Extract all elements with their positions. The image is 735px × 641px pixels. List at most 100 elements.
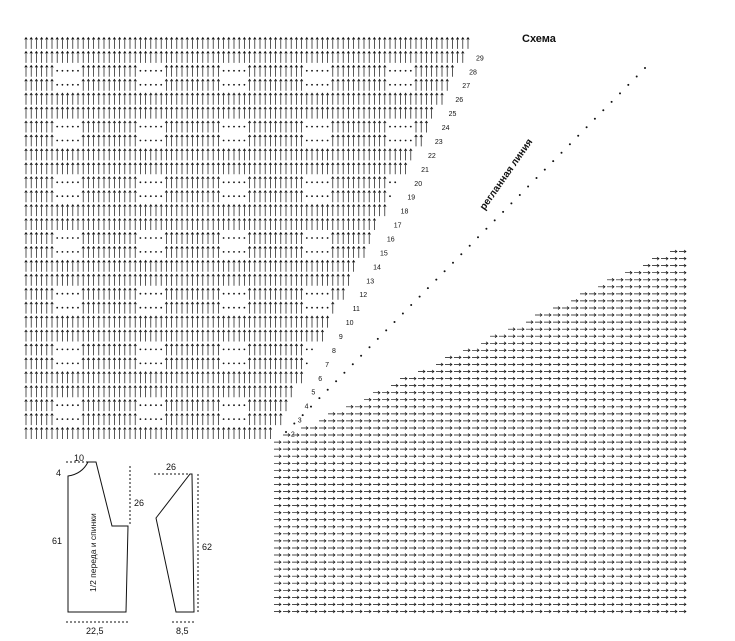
chain-stitch: [305, 362, 308, 365]
chain-stitch: [149, 306, 152, 309]
chain-stitch: [227, 125, 230, 128]
row-number: 24: [442, 125, 450, 132]
chain-stitch: [139, 348, 142, 351]
chain-stitch: [321, 306, 324, 309]
raglan-dot: [435, 278, 438, 281]
chain-stitch: [61, 69, 64, 72]
chain-stitch: [238, 418, 241, 420]
chain-stitch: [233, 139, 235, 142]
chain-stitch: [71, 125, 74, 128]
chain-stitch: [227, 195, 230, 198]
chain-stitch: [321, 195, 324, 198]
row-number: 25: [449, 111, 457, 118]
horizontal-stitches: [274, 249, 687, 614]
chain-stitch: [404, 83, 407, 86]
chain-stitch: [321, 237, 324, 239]
chain-stitch: [321, 181, 324, 184]
chain-stitch: [222, 83, 225, 86]
chain-stitch: [61, 195, 64, 198]
chain-stitch: [305, 292, 308, 295]
chain-stitch: [56, 69, 59, 72]
chain-stitch: [238, 195, 241, 198]
chain-stitch: [155, 181, 157, 184]
raglan-dot: [351, 363, 354, 366]
chain-stitch: [77, 251, 79, 253]
chain-stitch: [61, 292, 64, 295]
sleeve-outline: [155, 473, 195, 613]
raglan-dot: [335, 380, 338, 383]
chain-stitch: [222, 306, 225, 309]
width-label: 22,5: [86, 626, 104, 636]
raglan-dot: [326, 388, 329, 391]
chain-stitch: [77, 292, 79, 295]
chain-stitch: [305, 83, 308, 86]
chain-stitch: [160, 418, 163, 420]
chain-stitch: [71, 418, 74, 420]
chain-stitch: [222, 195, 225, 198]
raglan-dot: [627, 83, 630, 86]
row-number: 26: [455, 97, 463, 104]
chain-stitch: [399, 83, 402, 86]
row-number: 16: [387, 237, 395, 244]
chain-stitch: [222, 139, 225, 142]
chain-stitch: [316, 69, 319, 72]
chain-stitch: [222, 292, 225, 295]
chain-stitch: [149, 237, 152, 239]
chain-stitch: [149, 292, 152, 295]
chain-stitch: [227, 69, 230, 72]
chain-stitch: [144, 69, 147, 72]
chain-stitch: [155, 125, 157, 128]
chain-stitch: [389, 83, 391, 86]
chain-stitch: [144, 292, 147, 295]
row-number: 17: [394, 223, 402, 230]
chain-stitch: [56, 251, 59, 253]
chain-stitch: [144, 125, 147, 128]
length-label: 61: [52, 536, 63, 546]
chain-stitch: [233, 404, 235, 407]
row-numbers: 2345678910111213141516171819202122232425…: [291, 55, 484, 438]
chain-stitch: [238, 139, 241, 142]
chain-stitch: [311, 306, 313, 309]
chain-stitch: [305, 195, 308, 198]
raglan-dot: [602, 109, 605, 112]
raglan-dot: [401, 312, 404, 315]
chain-stitch: [243, 251, 246, 253]
chain-stitch: [394, 83, 397, 86]
chain-stitch: [155, 362, 157, 365]
chain-stitch: [222, 362, 225, 365]
chain-stitch: [149, 404, 152, 407]
row-number: 5: [311, 390, 315, 397]
raglan-dot-line: [285, 67, 646, 433]
chain-stitch: [389, 195, 391, 198]
chain-stitch: [56, 181, 59, 184]
chain-stitch: [77, 195, 79, 198]
chain-stitch: [61, 348, 64, 351]
chain-stitch: [409, 139, 412, 142]
raglan-dot: [577, 134, 580, 137]
chain-stitch: [66, 418, 69, 420]
chain-stitch: [238, 362, 241, 365]
chain-stitch: [139, 251, 142, 253]
chain-stitch: [71, 348, 74, 351]
chain-stitch: [321, 139, 324, 142]
chain-stitch: [77, 306, 79, 309]
row-number: 19: [407, 195, 415, 202]
chain-stitch: [409, 69, 412, 72]
chain-stitch: [56, 139, 59, 142]
chain-stitch: [155, 348, 157, 351]
chain-stitch: [149, 418, 152, 420]
chain-stitch: [149, 139, 152, 142]
chain-stitch: [71, 181, 74, 184]
chain-stitch: [321, 83, 324, 86]
chain-stitch: [222, 69, 225, 72]
row-number: 22: [428, 153, 436, 160]
row-number: 10: [346, 320, 354, 327]
chain-stitch: [233, 83, 235, 86]
chain-stitch: [71, 362, 74, 365]
raglan-dot: [560, 151, 563, 154]
raglan-dot: [493, 219, 496, 222]
chain-stitch: [316, 251, 319, 253]
chain-stitch: [61, 139, 64, 142]
chain-stitch: [316, 195, 319, 198]
raglan-dot: [477, 236, 479, 239]
